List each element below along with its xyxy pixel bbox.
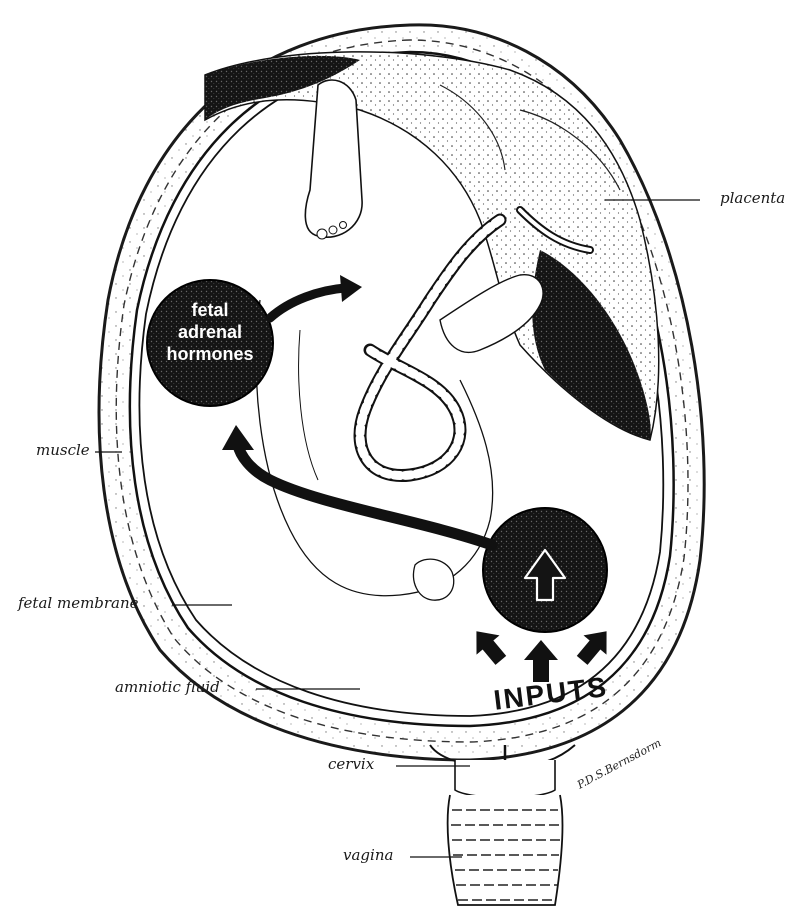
hormones-text-line3: hormones [150, 344, 270, 365]
hormones-circle [147, 280, 273, 406]
label-amniotic-fluid: amniotic fluid [115, 678, 220, 696]
label-fetal-membrane: fetal membrane [18, 594, 139, 612]
inputs-circle [483, 508, 607, 632]
label-cervix: cervix [328, 755, 374, 773]
label-vagina: vagina [343, 846, 393, 864]
hormones-text-line2: adrenal [155, 322, 265, 343]
vagina [448, 795, 563, 905]
label-placenta: placenta [720, 189, 785, 207]
hormones-text-line1: fetal [165, 300, 255, 321]
label-muscle: muscle [36, 441, 90, 459]
